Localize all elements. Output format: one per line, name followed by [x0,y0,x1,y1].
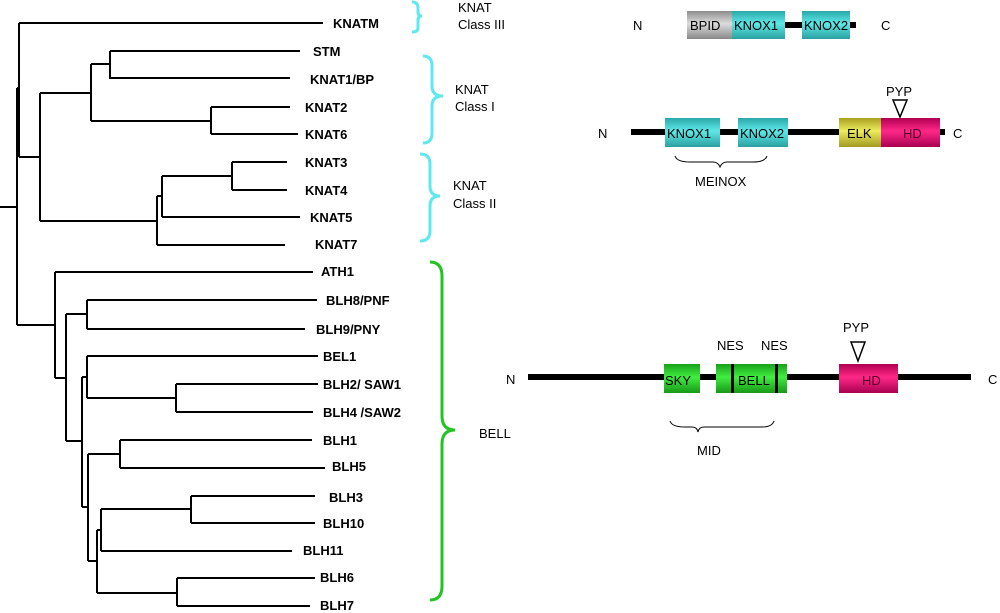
nes-marker [775,364,778,393]
leaf-label: KNAT7 [315,237,357,252]
branch-blh1-blh5 [82,439,325,561]
branch-blh6-blh7 [97,577,315,607]
nes-label: NES [761,338,788,353]
leaf-label: BLH5 [332,459,366,474]
leaf-label: KNAT2 [305,100,347,115]
domain-hd [839,364,898,393]
leaf-label: BLH4 /SAW2 [323,405,401,420]
leaf-label: BEL1 [323,349,356,364]
leaf-label: KNAT4 [305,183,348,198]
domain-knox2 [738,118,788,147]
leaf-label: BLH6 [320,570,354,585]
domain-label: BPID [690,18,720,33]
leaf-label: BLH11 [303,543,343,558]
domain-label: KNOX2 [740,126,784,141]
protein-class-iii: N BPID KNOX1 KNOX2 C [633,11,890,39]
brace-bell [429,260,456,602]
domain-label: ELK [847,126,872,141]
domain-label: BELL [738,373,770,388]
branch-knat2-knat6 [91,106,298,135]
domain-label: KNOX1 [734,18,778,33]
meinox-label: MEINOX [695,174,747,189]
nes-marker [731,364,734,393]
group-label: Class III [458,17,505,32]
leaf-label: KNAT3 [305,155,347,170]
branch-class-i [40,64,92,121]
n-terminus-label: N [598,126,607,141]
domain-hd [881,118,940,147]
n-terminus-label: N [633,18,642,33]
leaf-label: KNAT5 [310,210,352,225]
leaf-label: BLH3 [329,490,363,505]
branch-blh3-clade [88,495,315,593]
group-label: Class I [455,99,495,114]
branch-bel1-clade [66,355,318,507]
domain-knox1 [665,118,720,147]
branch-bell-core [55,314,67,441]
mid-label: MID [697,443,721,458]
branch-class-ii [40,196,285,246]
mid-brace [669,420,775,433]
c-terminus-label: C [881,18,890,33]
branch-blh8-blh9 [66,299,317,330]
group-label: KNAT [458,0,492,15]
group-label: KNAT [455,82,489,97]
domain-sky [664,364,700,393]
group-label: Class II [453,196,496,211]
branch-knat-i-ii [19,93,41,221]
leaf-label: BLH10 [323,516,364,531]
pyp-triangle-icon [849,341,867,364]
n-terminus-label: N [506,372,515,387]
leaf-label: KNAT1/BP [310,72,374,87]
tree-leaf-labels: KNATM STM KNAT1/BP KNAT2 KNAT6 KNAT3 KNA… [303,16,401,613]
leaf-label: BLH8/PNF [326,293,390,308]
tree-branches [0,22,325,607]
domain-knox2 [802,11,850,39]
leaf-label: BLH1 [323,433,357,448]
brace-class-i [422,54,444,145]
brace-class-iii [411,0,423,34]
leaf-label: ATH1 [321,264,354,279]
branch-bell-root [17,271,313,378]
nes-label: NES [717,338,744,353]
c-terminus-label: C [953,126,962,141]
group-label: BELL [479,426,511,441]
branch-knat3-5 [157,161,300,218]
branch-stm-knat1 [91,50,300,79]
leaf-label: KNAT6 [305,127,347,142]
domain-label: KNOX2 [804,18,848,33]
leaf-label: KNATM [333,16,379,31]
domain-label: SKY [665,373,691,388]
domain-label: HD [903,126,922,141]
leaf-label: BLH2/ SAW1 [323,377,401,392]
brace-class-ii [419,152,441,243]
domain-label: KNOX1 [667,126,711,141]
protein-class-i: N KNOX1 KNOX2 ELK HD C PYP MEINOX [598,84,962,189]
pyp-triangle-icon [891,99,909,119]
c-terminus-label: C [988,372,997,387]
domain-elk [839,118,881,147]
domain-bpid [687,11,732,39]
meinox-brace [674,155,768,169]
pyp-label: PYP [886,84,912,99]
leaf-label: BLH9/PNY [316,322,381,337]
branch-knatm [18,22,323,157]
domain-label: HD [862,373,881,388]
leaf-label: BLH7 [320,598,354,613]
protein-bell: N SKY BELL HD C NES NES PYP MID [506,320,997,458]
pyp-label: PYP [843,320,869,335]
domain-knox1 [732,11,785,39]
leaf-label: STM [313,44,340,59]
group-label: KNAT [453,178,487,193]
